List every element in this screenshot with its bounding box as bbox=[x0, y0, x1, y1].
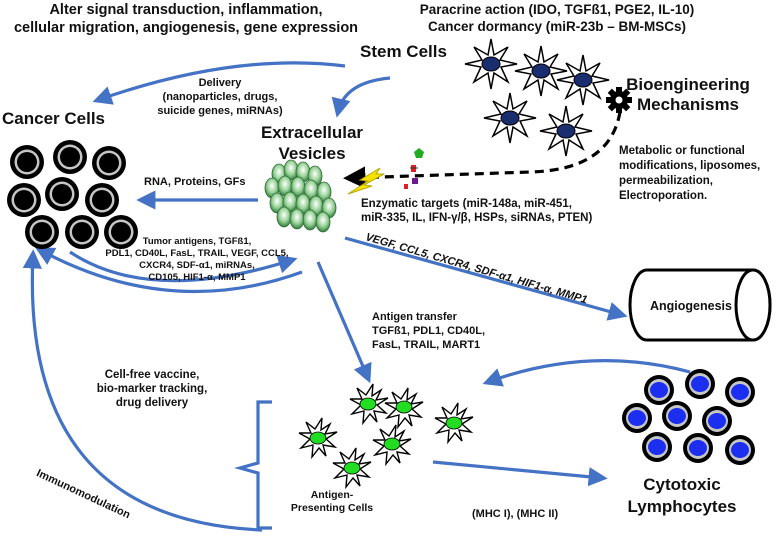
lymphocyte bbox=[642, 432, 672, 462]
top-left-label: Alter signal transduction, inflammation,… bbox=[14, 2, 358, 36]
mhc-label: (MHC I), (MHC II) bbox=[472, 508, 558, 520]
molecule-icons bbox=[404, 148, 424, 189]
stem-cells bbox=[464, 38, 610, 157]
angiogenesis-label: Angiogenesis bbox=[650, 299, 732, 313]
apc-label: Antigen-Presenting Cells bbox=[291, 489, 373, 514]
gear-icon bbox=[606, 87, 632, 113]
vegf-label: VEGF, CCL5, CXCR4, SDF-α1, HIF1-α, MMP1 bbox=[364, 231, 588, 306]
cancer-cell bbox=[25, 215, 59, 249]
lymphocyte bbox=[725, 435, 755, 465]
cell-free-label: Cell-free vaccine,bio-marker tracking,dr… bbox=[97, 369, 208, 409]
arrow-ev-to-angiogenesis bbox=[344, 236, 628, 321]
arrow-lymph-to-apc bbox=[482, 359, 691, 387]
lymphocyte bbox=[644, 375, 674, 405]
arrow-cancer-to-ev bbox=[69, 250, 298, 283]
cancer-cell bbox=[45, 177, 79, 211]
cancer-cell bbox=[53, 140, 87, 174]
lymphocyte bbox=[683, 433, 713, 463]
paracrine-label: Paracrine action (IDO, TGFß1, PGE2, IL-1… bbox=[420, 2, 695, 34]
arrows bbox=[22, 61, 691, 532]
extracellular-vesicles bbox=[264, 159, 337, 233]
arrow-delivery-to-cancer bbox=[92, 61, 346, 105]
immunomodulation-label: Immunomodulation bbox=[34, 467, 132, 521]
cancer-cell bbox=[85, 183, 119, 217]
apc-nuclei bbox=[309, 397, 463, 475]
tumor-antigens-label: Tumor antigens, TGFß1,PDL1, CD40L, FasL,… bbox=[105, 236, 288, 283]
arrow-apc-to-lymph bbox=[432, 460, 608, 487]
arrow-ev-to-cancer-lower bbox=[34, 247, 303, 294]
lymphocyte bbox=[725, 377, 755, 407]
lymphocyte bbox=[685, 369, 715, 399]
text-labels: Alter signal transduction, inflammation,… bbox=[2, 2, 760, 521]
cancer-cell bbox=[92, 146, 126, 180]
lymphocyte bbox=[662, 401, 692, 431]
lymphocyte bbox=[622, 403, 652, 433]
bracket bbox=[234, 400, 272, 530]
cancer-cell bbox=[7, 183, 41, 217]
enzymatic-label: Enzymatic targets (miR-148a, miR-451,miR… bbox=[361, 198, 592, 224]
cancer-cells-label: Cancer Cells bbox=[2, 109, 105, 128]
lymphocyte bbox=[702, 406, 732, 436]
arrow-bioengineering-to-ev bbox=[343, 111, 622, 189]
arrow-ev-to-apc bbox=[316, 261, 372, 384]
stem-cells-label: Stem Cells bbox=[360, 42, 447, 61]
delivery-label: Delivery(nanoparticles, drugs,suicide ge… bbox=[157, 77, 283, 117]
lightning-icon bbox=[347, 167, 385, 195]
cancer-cells bbox=[7, 140, 138, 249]
cancer-cell bbox=[65, 215, 99, 249]
cytotoxic-lymphocytes bbox=[622, 369, 755, 465]
arrow-immuno-to-cancer bbox=[22, 249, 263, 532]
stem-nuclei bbox=[481, 56, 593, 139]
rna-label: RNA, Proteins, GFs bbox=[144, 176, 245, 188]
cancer-cell bbox=[10, 145, 44, 179]
cancer-cell bbox=[104, 215, 138, 249]
arrow-stem-to-ev bbox=[331, 76, 391, 118]
angiogenesis-cylinder bbox=[628, 268, 772, 342]
